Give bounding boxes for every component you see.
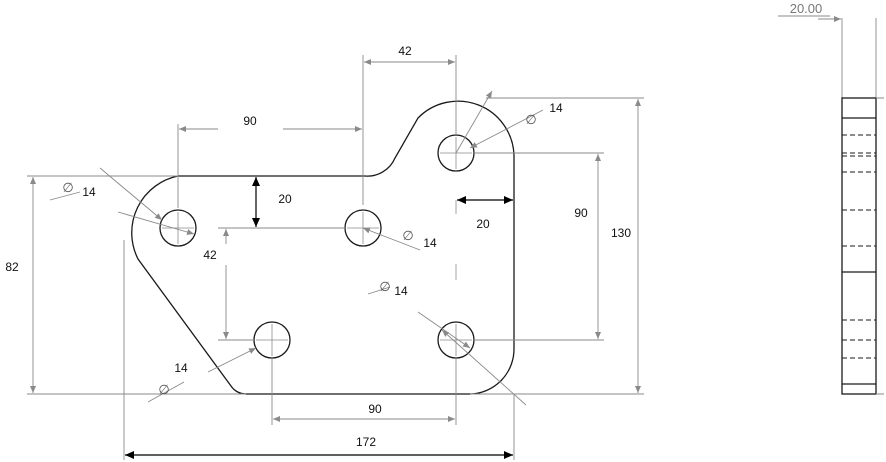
dim-right-90: 90 (474, 152, 604, 341)
hole-left-top (159, 209, 197, 247)
callout-label-bottom-left: 14 (174, 361, 188, 375)
part-outline (131, 100, 515, 395)
dim-bottom-90: 90 (271, 358, 457, 425)
hole-bottom-right (437, 321, 475, 359)
dim-total-width-172: 172 (123, 240, 515, 460)
dim-left-90: 90 (177, 114, 362, 208)
callout-label-middle: 14 (423, 236, 437, 250)
dim-label-130: 130 (611, 226, 631, 240)
diameter-symbol: ∅ (525, 113, 536, 128)
callout-left-top: ∅ 14 (49, 167, 195, 235)
callout-bottom-left: 14 ∅ (147, 347, 257, 403)
dim-wall-right-20: 20 (455, 196, 513, 280)
dim-label-left-90: 90 (243, 114, 257, 128)
dim-label-bottom-90: 90 (368, 402, 382, 416)
callout-top-right: ∅ 14 (455, 90, 563, 154)
hole-bottom-left (253, 321, 291, 359)
callout-middle: ∅ 14 (362, 227, 437, 251)
diameter-symbol: ∅ (158, 383, 169, 398)
callout-label-center-lower: 14 (394, 284, 408, 298)
callout-center-lower: ∅ 14 (367, 280, 527, 406)
diameter-symbol: ∅ (62, 181, 73, 196)
diameter-symbol: ∅ (379, 280, 390, 295)
dim-top-42: 42 (362, 43, 457, 205)
side-view: 20.00 (778, 1, 884, 395)
callout-label-left-top: 14 (82, 185, 96, 199)
dim-inner-42: 42 (203, 227, 345, 341)
dim-wall-left-20: 20 (252, 177, 292, 227)
dim-label-wall-right-20: 20 (476, 217, 490, 231)
diameter-symbol: ∅ (402, 229, 413, 244)
dim-label-82: 82 (5, 260, 19, 274)
dim-label-right-90: 90 (574, 206, 588, 220)
dim-total-height-130: 130 (470, 97, 644, 395)
dim-label-172: 172 (356, 435, 376, 449)
dim-label-top-42: 42 (398, 44, 412, 58)
hidden-lines (842, 134, 876, 359)
dim-height-82: 82 (5, 175, 246, 395)
dim-label-inner-42: 42 (203, 248, 217, 262)
dim-label-thickness: 20.00 (790, 1, 823, 16)
dim-label-wall-left-20: 20 (278, 192, 292, 206)
callout-label-top-right: 14 (549, 101, 563, 115)
